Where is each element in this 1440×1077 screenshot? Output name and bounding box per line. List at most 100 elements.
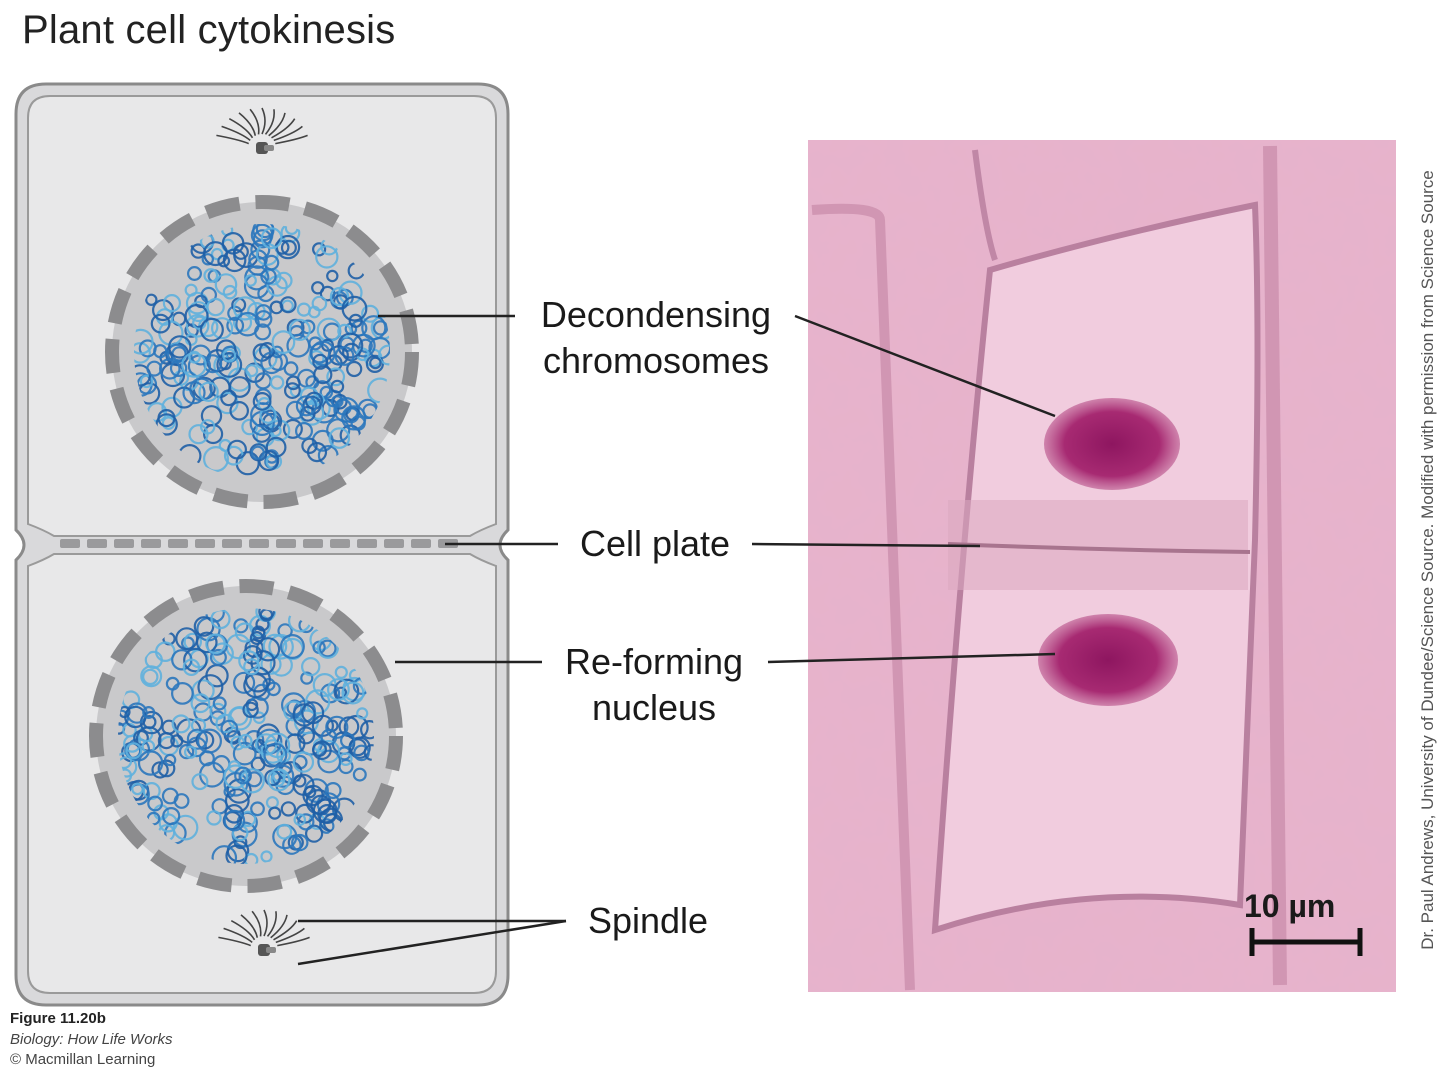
chromatin-loop (330, 379, 345, 394)
chromatin-loop (242, 701, 259, 719)
chromatin-loop (308, 350, 325, 367)
lower-spindle-pole (218, 909, 310, 956)
scale-bar-label: 10 µm (1244, 888, 1336, 924)
chromatin-loop (188, 350, 201, 364)
label-reforming-nucleus: Re-forming nucleus (546, 639, 762, 731)
chromatin-loop (172, 814, 199, 841)
chromatin-loop (162, 806, 181, 826)
spindle-fiber (216, 134, 250, 145)
chromatin-loop (233, 618, 249, 634)
chromatin-loop (318, 818, 335, 834)
centrosome (266, 947, 276, 953)
spindle-fiber (223, 927, 253, 944)
chromatin-loop (255, 304, 272, 321)
chromatin-loop (280, 239, 297, 256)
chromatin-loop (250, 445, 265, 460)
chromatin-loop (184, 745, 198, 759)
chromatin-loop (260, 739, 286, 764)
neighbor-cell-left (811, 203, 915, 991)
chromatin-loop (183, 647, 208, 673)
spindle-fiber (251, 910, 262, 937)
chromatin-loop (341, 681, 365, 705)
chromatin-loop (126, 702, 148, 724)
chromatin-loop (134, 328, 154, 355)
chromatin-loop (243, 658, 261, 676)
chromatin-loop (318, 639, 337, 658)
chromatin-loop (361, 304, 380, 323)
chromatin-loop (238, 650, 260, 672)
chromatin-loop (358, 338, 373, 353)
chromatin-loop (304, 391, 324, 410)
chromatin-loop (301, 657, 321, 677)
chromatin-loop (229, 400, 249, 421)
chromatin-loop (312, 242, 327, 257)
leader-lines (297, 314, 1056, 966)
spindle-fiber (271, 118, 296, 139)
chromatin-loop (269, 300, 284, 315)
chromatin-loop (249, 630, 264, 645)
chromatin-loop (299, 386, 319, 406)
chromatin-loop (175, 627, 199, 651)
chromatin-loop (244, 274, 257, 287)
chromatin-loop (254, 310, 273, 328)
chromatin-loop (118, 756, 138, 778)
spindle-fiber (266, 911, 277, 937)
chromatin-loop (301, 701, 325, 725)
cell-plate-vesicle (384, 539, 404, 548)
chromatin-loop (263, 254, 280, 271)
chromatin-loop (215, 339, 237, 360)
chromatin-loop (220, 719, 239, 738)
upper-nucleus (105, 195, 419, 509)
chromatin-loop (157, 731, 175, 750)
chromatin-loop (327, 678, 350, 701)
chromatin-loop (133, 729, 149, 746)
chromatin-loop (140, 665, 163, 688)
cell-plate-vesicle (276, 539, 296, 548)
chromatin-loop (280, 801, 297, 817)
chromatin-loop (333, 678, 360, 705)
leader-reforming-right (767, 652, 1056, 664)
chromatin-loop (203, 446, 230, 473)
chromatin-loop (296, 302, 311, 317)
chromatin-loop (211, 845, 238, 864)
chromatin-loop (282, 418, 303, 439)
chromatin-loop (223, 809, 246, 832)
chromatin-loop (206, 297, 225, 317)
chromatin-loop (350, 319, 368, 337)
chromatin-loop (211, 317, 234, 340)
chromatin-loop (353, 744, 370, 762)
chromatin-loop (203, 268, 219, 283)
chromatin-loop (169, 359, 188, 377)
chromatin-loop (209, 648, 227, 666)
chromatin-loop (300, 671, 314, 685)
chromatin-loop (139, 374, 154, 389)
chromatin-loop (199, 419, 216, 435)
chromatin (134, 224, 390, 476)
leader-decondensing-right (794, 314, 1056, 418)
chromatin-loop (250, 650, 276, 676)
chromatin-loop (317, 739, 341, 764)
chromatin-loop (228, 376, 251, 398)
chromatin-loop (137, 750, 164, 776)
chromatin-loop (297, 813, 315, 831)
chromatin-loop (226, 316, 245, 335)
chromatin-loop (255, 637, 281, 662)
chromatin-loop (300, 319, 316, 335)
chromatin-loop (245, 364, 259, 378)
label-line: Cell plate (579, 523, 731, 564)
chromatin-loop (186, 728, 208, 750)
chromatin-loop (311, 281, 325, 295)
chromatin-loop (337, 332, 364, 359)
chromatin-loop (157, 409, 176, 428)
chromatin-loop (161, 787, 179, 805)
chromatin-loop (187, 266, 203, 282)
cell-illustration (14, 82, 510, 1007)
chromatin-loop (184, 323, 199, 338)
chromatin-loop (182, 381, 206, 405)
upper-spindle-pole (216, 107, 308, 154)
spindle-fiber (249, 108, 260, 135)
chromatin-loop (250, 402, 276, 428)
chromatin-loop (214, 273, 238, 296)
neighbor-cell-right (1263, 145, 1287, 986)
